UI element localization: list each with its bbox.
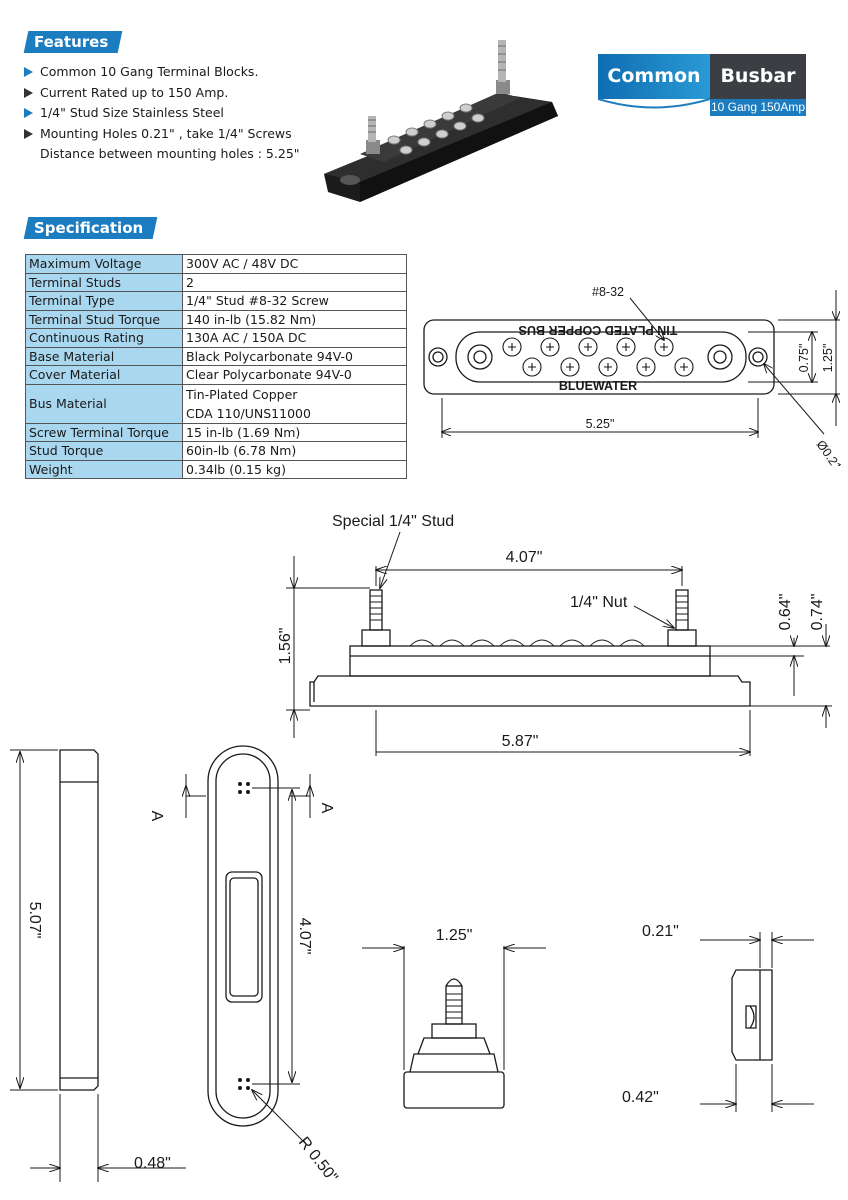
- top-view-drawing: TIN PLATED COPPER BUS BLUEWATER #8-32 5.…: [423, 285, 848, 466]
- dim-inner-spacing-label: 4.07": [296, 918, 313, 955]
- dim-radius-label: R 0.50": [295, 1134, 341, 1186]
- spec-value: 15 in-lb (1.69 Nm): [182, 422, 407, 442]
- spec-label: Terminal Studs: [25, 272, 183, 292]
- spec-value: 60in-lb (6.78 Nm): [182, 441, 407, 461]
- feature-item: Current Rated up to 150 Amp.: [24, 83, 300, 104]
- bottom-views-drawing: 5.07" 0.48" A A 4.07" R 0.50": [10, 745, 814, 1186]
- brand-subtitle: 10 Gang 150Amp: [710, 99, 806, 116]
- spec-label: Continuous Rating: [25, 328, 183, 348]
- specification-heading: Specification: [23, 217, 158, 239]
- spec-label: Stud Torque: [25, 441, 183, 461]
- bar-label-bottom: BLUEWATER: [559, 379, 637, 393]
- spec-label: Maximum Voltage: [25, 254, 183, 274]
- dim-stud-height-label: 0.64": [777, 594, 794, 631]
- feature-item: Common 10 Gang Terminal Blocks.: [24, 62, 300, 83]
- spec-label: Terminal Stud Torque: [25, 309, 183, 329]
- spec-label: Base Material: [25, 346, 183, 366]
- spec-label: Screw Terminal Torque: [25, 422, 183, 442]
- feature-item: Mounting Holes 0.21" , take 1/4" Screws: [24, 124, 300, 145]
- brand-word-busbar: Busbar: [710, 54, 806, 99]
- features-list: Common 10 Gang Terminal Blocks. Current …: [24, 62, 300, 165]
- bullet-triangle-icon: [24, 128, 33, 139]
- section-mark-left: A: [148, 811, 165, 822]
- section-mark-right: A: [318, 803, 335, 814]
- screw-callout: #8-32: [592, 285, 624, 299]
- bullet-triangle-icon: [24, 108, 33, 118]
- spec-value: Clear Polycarbonate 94V-0: [182, 365, 407, 385]
- feature-item-continued: Distance between mounting holes : 5.25": [40, 146, 300, 161]
- spec-value: 1/4" Stud #8-32 Screw: [182, 291, 407, 311]
- features-heading: Features: [23, 31, 123, 53]
- dim-end-width-label: 1.25": [436, 927, 473, 944]
- spec-value: Black Polycarbonate 94V-0: [182, 346, 407, 366]
- brand-word-common: Common: [598, 54, 710, 99]
- side-view-drawing: Special 1/4" Stud 1/4" Nut 4.07" 1.56" 0…: [277, 513, 832, 756]
- bar-label-top: TIN PLATED COPPER BUS: [519, 323, 678, 337]
- dim-body-height-label: 0.74": [809, 594, 826, 631]
- dim-length-label: 5.07": [26, 902, 43, 939]
- brand-banner: Common Busbar 10 Gang 150Amp: [598, 54, 806, 116]
- spec-label: Bus Material: [25, 383, 183, 424]
- dim-section-top-label: 0.21": [642, 923, 679, 940]
- spec-value-line: CDA 110/UNS11000: [186, 405, 311, 421]
- spec-value: 300V AC / 48V DC: [182, 254, 407, 274]
- spec-label: Cover Material: [25, 365, 183, 385]
- spec-label: Weight: [25, 459, 183, 479]
- spec-value: 140 in-lb (15.82 Nm): [182, 309, 407, 329]
- spec-value-line: Tin-Plated Copper: [186, 386, 298, 402]
- stud-label: Special 1/4" Stud: [332, 513, 454, 530]
- dim-width-label: 5.25": [586, 417, 615, 431]
- nut-label: 1/4" Nut: [570, 594, 628, 611]
- dim-hole-label: Ø0.21": [814, 438, 848, 466]
- dim-section-bottom-label: 0.42": [622, 1089, 659, 1106]
- dim-outer-height-label: 1.25": [821, 344, 835, 373]
- spec-value: 0.34lb (0.15 kg): [182, 459, 407, 479]
- feature-item: 1/4" Stud Size Stainless Steel: [24, 103, 300, 124]
- dim-depth-label: 0.48": [134, 1155, 171, 1172]
- spec-label: Terminal Type: [25, 291, 183, 311]
- dim-length-label: 5.87": [502, 733, 539, 750]
- dim-inner-height-label: 0.75": [797, 344, 811, 373]
- dim-stud-spacing-label: 4.07": [506, 549, 543, 566]
- spec-value: 130A AC / 150A DC: [182, 328, 407, 348]
- brand-swoosh-icon: [598, 98, 710, 116]
- product-photo: [324, 40, 558, 202]
- dim-height-label: 1.56": [277, 628, 294, 665]
- spec-value: 2: [182, 272, 407, 292]
- bullet-triangle-icon: [24, 67, 33, 77]
- bullet-triangle-icon: [24, 87, 33, 98]
